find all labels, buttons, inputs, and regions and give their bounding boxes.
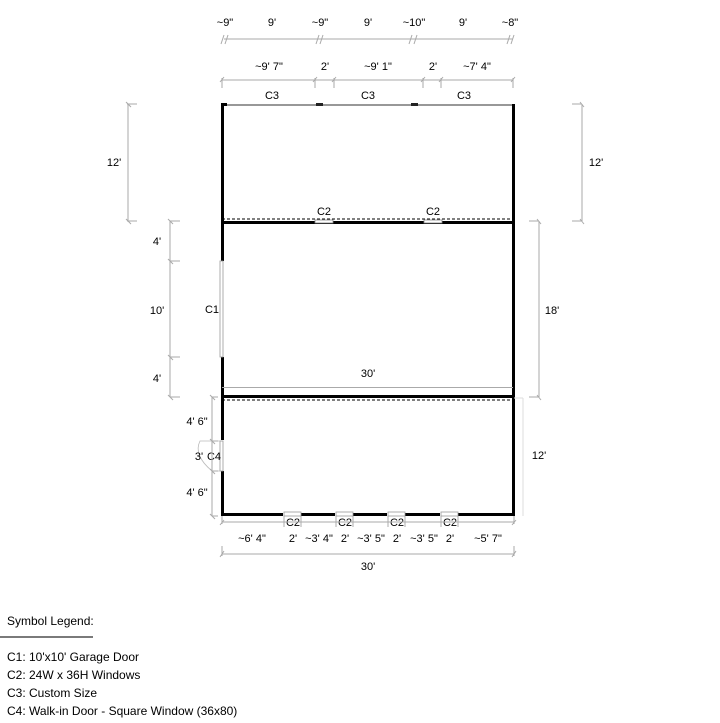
legend-divider (0, 636, 93, 638)
svg-text:~6' 4": ~6' 4" (238, 533, 266, 545)
svg-text:4': 4' (153, 236, 161, 248)
svg-text:~5' 7": ~5' 7" (474, 533, 502, 545)
top-dimension-row-1-labels: ~9" 9' ~9" 9' ~10" 9' ~8" (217, 17, 519, 29)
svg-text:3': 3' (195, 451, 203, 463)
top-dimension-row-2-labels: ~9' 7" 2' ~9' 1" 2' ~7' 4" (255, 61, 491, 73)
top-dimension-row-1 (220, 34, 515, 45)
legend-title: Symbol Legend: (7, 614, 94, 628)
svg-text:10': 10' (150, 305, 164, 317)
svg-text:18': 18' (545, 305, 559, 317)
svg-text:9': 9' (459, 17, 467, 29)
svg-text:~9' 7": ~9' 7" (255, 61, 283, 73)
svg-text:~9": ~9" (312, 17, 329, 29)
svg-text:C2: C2 (338, 517, 352, 529)
top-wall-opening-labels: C3 C3 C3 (265, 90, 471, 102)
svg-text:C2: C2 (426, 206, 440, 218)
svg-text:C2: C2 (286, 517, 300, 529)
floor-plan: ~9" 9' ~9" 9' ~10" 9' ~8" ~9' 7" 2' ~9' … (107, 17, 603, 573)
svg-text:~8": ~8" (502, 17, 519, 29)
svg-text:30': 30' (361, 561, 375, 573)
svg-text:~10": ~10" (403, 17, 426, 29)
right-dimension-labels: 12' 18' 12' (532, 157, 603, 462)
svg-text:C2: C2 (390, 517, 404, 529)
svg-text:12': 12' (532, 450, 546, 462)
bottom-dimension-lines (219, 516, 517, 558)
svg-text:C1: C1 (205, 304, 219, 316)
svg-text:~3' 5": ~3' 5" (357, 533, 385, 545)
exterior-walls (221, 103, 515, 516)
svg-text:12': 12' (107, 157, 121, 169)
svg-text:4' 6": 4' 6" (186, 487, 207, 499)
svg-text:2': 2' (289, 533, 297, 545)
svg-text:4': 4' (153, 373, 161, 385)
interior-wall-1: C2 C2 (222, 206, 513, 224)
svg-text:~3' 5": ~3' 5" (410, 533, 438, 545)
svg-text:2': 2' (429, 61, 437, 73)
garage-door-c1: C1 (205, 260, 224, 358)
svg-text:C3: C3 (265, 90, 279, 102)
svg-text:~9": ~9" (217, 17, 234, 29)
top-dimension-row-2 (219, 76, 516, 88)
legend-item-c1: C1: 10'x10' Garage Door (7, 650, 139, 664)
svg-text:2': 2' (393, 533, 401, 545)
interior-wall-2: 30' (222, 368, 513, 401)
walk-in-door-c4: C4 (197, 440, 224, 472)
svg-text:C4: C4 (207, 451, 221, 463)
svg-text:2': 2' (321, 61, 329, 73)
legend-item-c3: C3: Custom Size (7, 686, 98, 700)
svg-text:30': 30' (361, 368, 375, 380)
svg-text:C2: C2 (443, 517, 457, 529)
svg-text:9': 9' (364, 17, 372, 29)
svg-text:12': 12' (589, 157, 603, 169)
svg-text:4' 6": 4' 6" (186, 416, 207, 428)
bottom-dimension-labels: ~6' 4" 2' ~3' 4" 2' ~3' 5" 2' ~3' 5" 2' … (238, 533, 502, 573)
left-dimension-labels: 12' 4' 10' 4' 4' 6" 3' 4' 6" (107, 157, 208, 499)
bottom-wall-windows: C2 C2 C2 C2 (283, 511, 459, 529)
svg-text:2': 2' (341, 533, 349, 545)
svg-text:~7' 4": ~7' 4" (463, 61, 491, 73)
symbol-legend: Symbol Legend: C1: 10'x10' Garage Door C… (0, 612, 238, 720)
right-dimension-lines (514, 101, 585, 516)
left-dimension-lines (125, 101, 218, 520)
svg-text:~9' 1": ~9' 1" (364, 61, 392, 73)
svg-text:2': 2' (446, 533, 454, 545)
svg-text:9': 9' (268, 17, 276, 29)
svg-text:C3: C3 (457, 90, 471, 102)
svg-text:C3: C3 (361, 90, 375, 102)
svg-text:C2: C2 (317, 206, 331, 218)
legend-item-c2: C2: 24W x 36H Windows (7, 668, 141, 682)
svg-text:~3' 4": ~3' 4" (305, 533, 333, 545)
legend-item-c4: C4: Walk-in Door - Square Window (36x80) (7, 704, 238, 718)
